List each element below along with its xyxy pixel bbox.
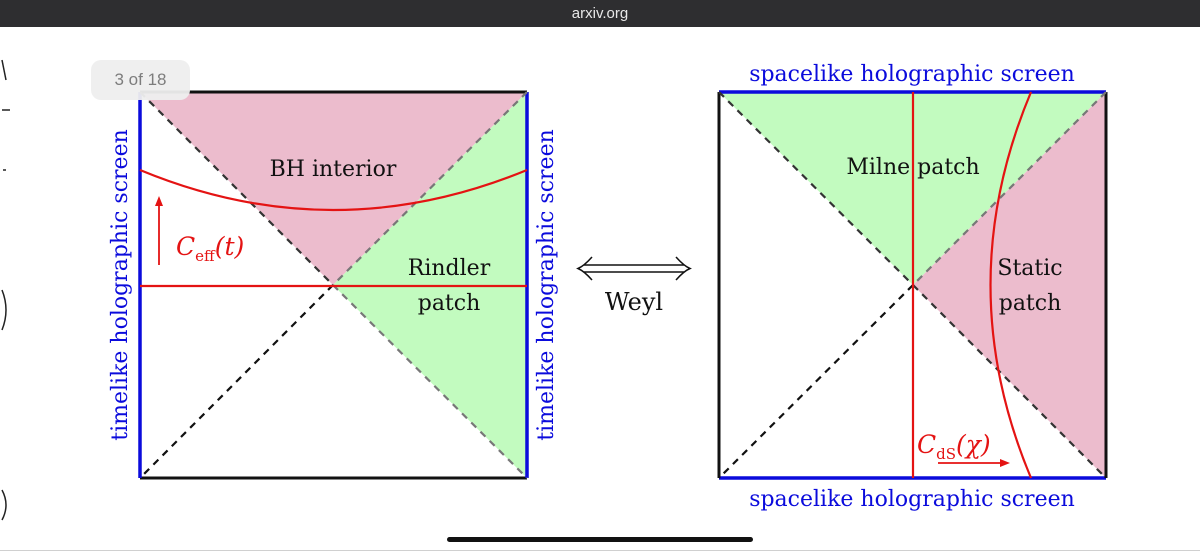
- weyl-equivalence-arrow: Weyl: [576, 256, 692, 316]
- browser-address-bar[interactable]: arxiv.org: [0, 0, 1200, 27]
- rindler-label-1: Rindler: [408, 256, 491, 281]
- static-patch-region: [913, 92, 1106, 478]
- weyl-label: Weyl: [605, 288, 663, 316]
- bh-interior-label: BH interior: [270, 157, 397, 182]
- right-penrose-diagram: Milne patch Static patch CdS(χ) spacelik…: [717, 62, 1108, 512]
- c-eff-label: Ceff(t): [176, 232, 244, 265]
- left-penrose-diagram: BH interior Rindler patch Ceff(t) timeli…: [108, 90, 559, 480]
- bottom-screen-label: spacelike holographic screen: [749, 487, 1075, 512]
- c-ds-curve: [989, 91, 1033, 479]
- left-screen-label: timelike holographic screen: [108, 129, 133, 441]
- right-screen-label: timelike holographic screen: [534, 129, 559, 441]
- page-indicator: 3 of 18: [91, 60, 190, 100]
- home-indicator[interactable]: [447, 537, 753, 542]
- top-screen-label: spacelike holographic screen: [749, 62, 1075, 87]
- c-ds-label: CdS(χ): [917, 430, 991, 463]
- static-label-1: Static: [997, 256, 1062, 281]
- time-arrow-icon: [155, 196, 163, 206]
- static-label-2: patch: [999, 291, 1062, 316]
- space-arrow-icon: [1000, 459, 1010, 467]
- c-eff-curve: [139, 168, 528, 212]
- bh-interior-region: [140, 92, 527, 285]
- rindler-label-2: patch: [418, 291, 481, 316]
- page-edge-fragments: [1, 59, 10, 521]
- url-text: arxiv.org: [571, 5, 629, 22]
- bottom-divider: [0, 550, 1200, 551]
- milne-label: Milne patch: [846, 155, 979, 180]
